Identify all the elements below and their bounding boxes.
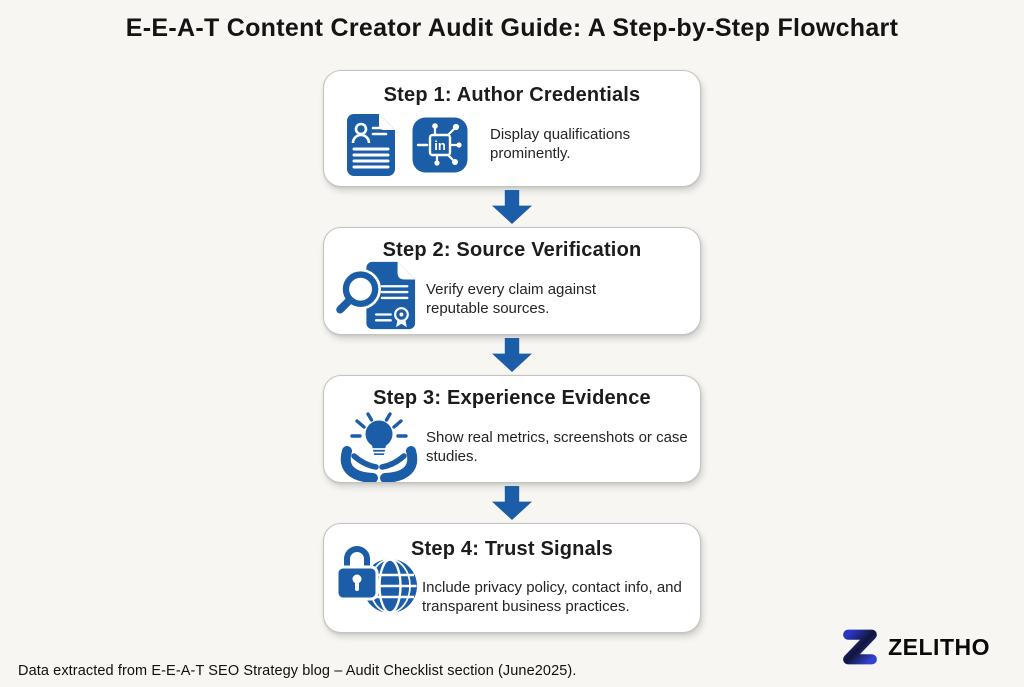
flowchart: Step 1: Author Credentials bbox=[323, 70, 701, 633]
hands-lightbulb-icon bbox=[340, 410, 418, 482]
step-1-icons: in bbox=[346, 113, 469, 177]
zelitho-z-logo-icon bbox=[839, 625, 881, 669]
arrow-down-icon bbox=[492, 338, 532, 372]
step-1-description: Display qualifications prominently. bbox=[490, 126, 631, 162]
step-3-title: Step 3: Experience Evidence bbox=[373, 387, 651, 409]
step-4-title: Step 4: Trust Signals bbox=[410, 538, 614, 560]
brand-name: ZELITHO bbox=[888, 633, 990, 660]
step-card-1: Step 1: Author Credentials bbox=[323, 70, 701, 187]
source-note: Data extracted from E-E-A-T SEO Strategy… bbox=[18, 663, 577, 679]
linkedin-network-icon: in bbox=[411, 116, 469, 174]
step-4-description: Include privacy policy, contact info, an… bbox=[422, 579, 682, 615]
step-1-title: Step 1: Author Credentials bbox=[383, 84, 641, 106]
step-card-2: Step 2: Source Verification Verify every… bbox=[323, 227, 701, 335]
page-title: E-E-A-T Content Creator Audit Guide: A S… bbox=[125, 14, 899, 42]
magnifier-certificate-icon bbox=[336, 259, 426, 333]
flow-connector-1 bbox=[323, 187, 701, 227]
flow-connector-3 bbox=[323, 483, 701, 523]
step-card-3: Step 3: Experience Evidence Show real me… bbox=[323, 375, 701, 483]
step-card-4: Step 4: Trust Signals Include privacy po… bbox=[323, 523, 701, 633]
lock-globe-icon bbox=[332, 534, 426, 618]
brand-logo: ZELITHO bbox=[839, 625, 990, 669]
flow-connector-2 bbox=[323, 335, 701, 375]
arrow-down-icon bbox=[492, 190, 532, 224]
resume-document-icon bbox=[346, 113, 396, 177]
svg-text:in: in bbox=[434, 138, 446, 153]
step-2-title: Step 2: Source Verification bbox=[382, 239, 642, 261]
step-3-description: Show real metrics, screenshots or case s… bbox=[426, 429, 688, 465]
step-2-description: Verify every claim against reputable sou… bbox=[426, 281, 597, 317]
arrow-down-icon bbox=[492, 486, 532, 520]
